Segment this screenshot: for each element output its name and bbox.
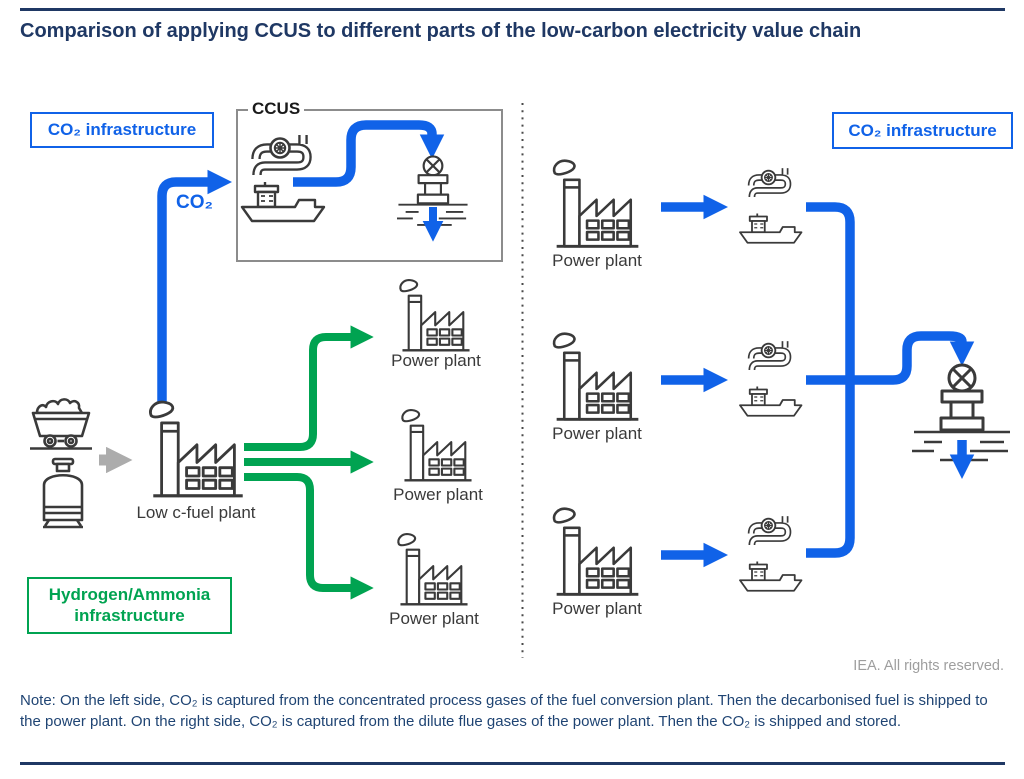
power-plant-label: Power plant bbox=[552, 424, 642, 443]
power-plant-label: Power plant bbox=[552, 599, 642, 618]
co2-capture-arrows-right bbox=[661, 194, 728, 568]
figure-note: Note: On the left side, CO₂ is captured … bbox=[20, 692, 988, 731]
bottom-rule bbox=[20, 762, 1005, 765]
fuel-plant-icon bbox=[148, 400, 245, 498]
power-plant-label: Power plant bbox=[389, 609, 479, 628]
co2-flow-label: CO₂ bbox=[176, 192, 213, 213]
power-plant-icon bbox=[552, 332, 640, 421]
top-rule bbox=[20, 8, 1005, 11]
co2-trunk-line bbox=[806, 202, 975, 558]
co2-infrastructure-badge-right: CO₂ infrastructure bbox=[832, 112, 1013, 149]
pipeline-icon bbox=[751, 167, 788, 197]
copyright-credit: IEA. All rights reserved. bbox=[853, 658, 1004, 674]
gas-tank-icon bbox=[41, 457, 85, 529]
ccus-box bbox=[236, 109, 503, 262]
hydrogen-ammonia-badge: Hydrogen/Ammonia infrastructure bbox=[27, 577, 232, 634]
ship-icon bbox=[739, 385, 803, 417]
hydrogen-badge-line1: Hydrogen/Ammonia bbox=[48, 585, 211, 604]
power-plant-icon bbox=[399, 278, 471, 352]
power-plant-label: Power plant bbox=[393, 485, 483, 504]
power-plant-icon bbox=[397, 532, 469, 606]
power-plant-icon bbox=[552, 507, 640, 596]
hydrogen-badge-line2: infrastructure bbox=[74, 606, 185, 626]
ship-icon bbox=[739, 212, 803, 244]
power-plant-icon bbox=[552, 159, 640, 248]
power-plant-label: Power plant bbox=[552, 251, 642, 270]
page-title: Comparison of applying CCUS to different… bbox=[20, 20, 862, 42]
ccus-box-label: CCUS bbox=[248, 99, 305, 119]
fuel-distribution-arrows bbox=[244, 325, 374, 600]
ship-icon bbox=[739, 560, 803, 592]
co2-infrastructure-badge-left: CO₂ infrastructure bbox=[30, 112, 214, 148]
power-plant-icon bbox=[401, 408, 473, 482]
ccus-transport-arrow bbox=[293, 120, 445, 187]
co2-capture-arrow-left bbox=[157, 169, 232, 404]
pipeline-icon bbox=[751, 515, 788, 545]
coal-cart-icon bbox=[28, 398, 94, 450]
pipeline-icon bbox=[751, 340, 788, 370]
power-plant-label: Power plant bbox=[391, 351, 481, 370]
fuel-plant-label: Low c-fuel plant bbox=[136, 503, 256, 522]
